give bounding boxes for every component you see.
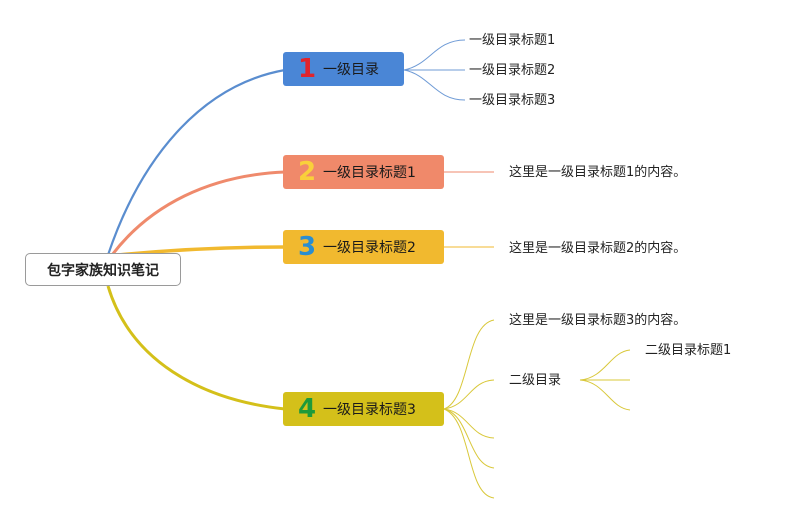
connector-sub-c3 xyxy=(579,379,631,411)
branch-node-1[interactable]: 1 一级目录 xyxy=(283,52,404,86)
connector-b4-c3 xyxy=(443,408,495,439)
leaf-b2-1[interactable]: 这里是一级目录标题1的内容。 xyxy=(509,165,687,180)
connector-root-branch-4 xyxy=(106,285,286,411)
connector-root-branch-2 xyxy=(110,170,286,256)
leaf-sub-1[interactable]: 二级目录标题1 xyxy=(645,343,732,358)
branch-node-2[interactable]: 2 一级目录标题1 xyxy=(283,155,444,189)
branch-number-1: 1 xyxy=(297,54,317,84)
leaf-b3-1[interactable]: 这里是一级目录标题2的内容。 xyxy=(509,241,687,256)
branch-label-3: 一级目录标题2 xyxy=(323,240,416,256)
connector-b1-c1 xyxy=(403,39,466,71)
branch-number-2: 2 xyxy=(297,157,317,187)
leaf-b1-1[interactable]: 一级目录标题1 xyxy=(469,33,556,48)
leaf-b4-2[interactable]: 二级目录 xyxy=(509,373,562,388)
connector-sub-c1 xyxy=(579,349,631,381)
leaf-b1-3[interactable]: 一级目录标题3 xyxy=(469,93,556,108)
root-node[interactable]: 包字家族知识笔记 xyxy=(25,253,181,286)
branch-node-3[interactable]: 3 一级目录标题2 xyxy=(283,230,444,264)
connector-b4-c4 xyxy=(443,408,495,469)
connector-root-branch-1 xyxy=(106,68,286,256)
branch-number-3: 3 xyxy=(297,232,317,262)
branch-node-4[interactable]: 4 一级目录标题3 xyxy=(283,392,444,426)
leaf-b1-2[interactable]: 一级目录标题2 xyxy=(469,63,556,78)
connector-b4-c5 xyxy=(443,408,495,499)
leaf-b4-1[interactable]: 这里是一级目录标题3的内容。 xyxy=(509,313,687,328)
branch-label-2: 一级目录标题1 xyxy=(323,165,416,181)
connector-b1-c3 xyxy=(403,69,466,101)
branch-number-4: 4 xyxy=(297,394,317,424)
branch-label-1: 一级目录 xyxy=(323,62,379,78)
branch-label-4: 一级目录标题3 xyxy=(323,402,416,418)
connector-b4-c1 xyxy=(443,319,495,410)
connector-b4-c2 xyxy=(443,379,495,410)
root-node-label: 包字家族知识笔记 xyxy=(47,262,159,279)
